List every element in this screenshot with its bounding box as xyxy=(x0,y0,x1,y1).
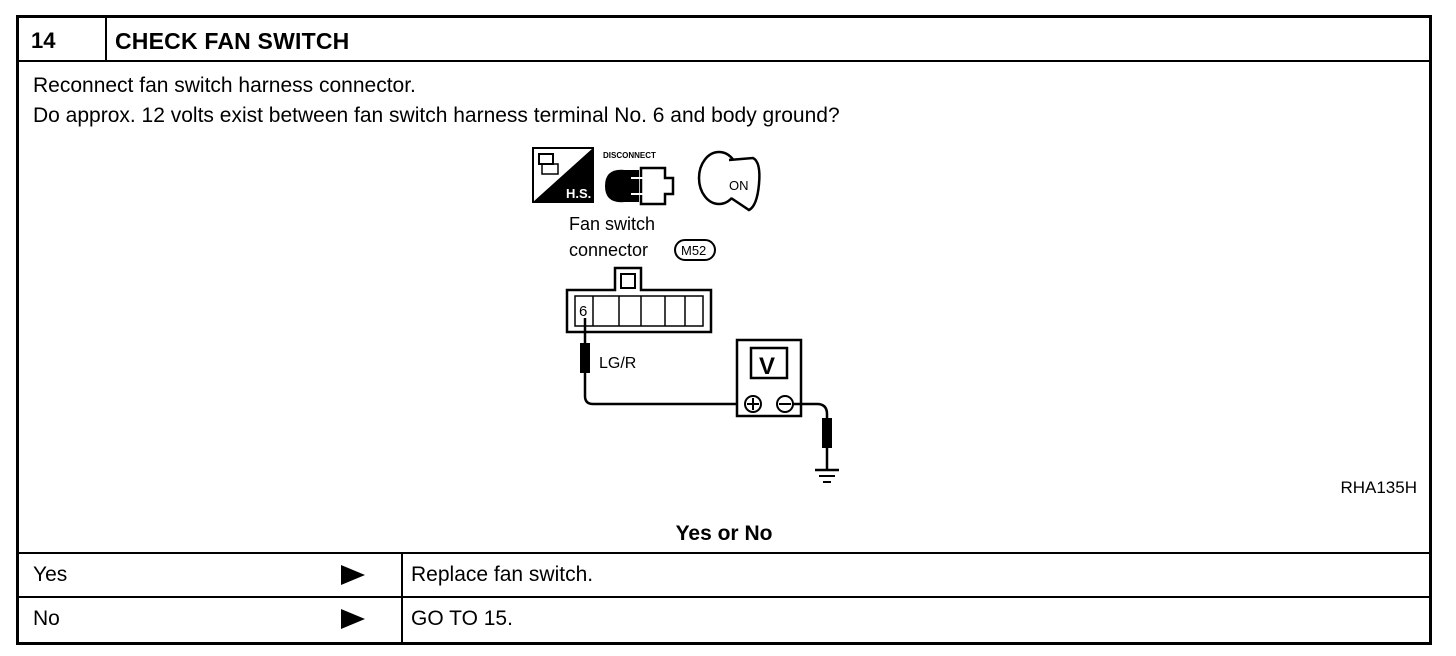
instruction-line-2: Do approx. 12 volts exist between fan sw… xyxy=(33,104,840,127)
wire-color-label: LG/R xyxy=(599,355,636,372)
arrow-right-icon xyxy=(341,565,365,585)
disconnect-icon: DISCONNECT xyxy=(603,151,675,206)
action-yes: Replace fan switch. xyxy=(411,563,594,586)
test-lead-negative xyxy=(793,402,829,420)
meter-v-label: V xyxy=(759,353,775,380)
header-divider xyxy=(105,18,107,60)
result-row-no: No GO TO 15. xyxy=(19,596,1429,644)
ground-symbol xyxy=(815,468,839,483)
test-lead-positive xyxy=(583,373,741,406)
fan-switch-connector: 6 xyxy=(565,266,713,334)
result-row-yes: Yes Replace fan switch. xyxy=(19,552,1429,596)
voltmeter: V xyxy=(735,338,803,418)
ignition-key-icon: ON xyxy=(697,150,761,212)
step-number: 14 xyxy=(31,28,56,53)
check-step-box: 14 CHECK FAN SWITCH Reconnect fan switch… xyxy=(16,15,1432,645)
connector-id-badge xyxy=(674,239,716,261)
disconnect-label: DISCONNECT xyxy=(603,151,656,160)
question-label: Yes or No xyxy=(675,522,773,545)
arrow-right-icon xyxy=(341,609,365,629)
figure-id: RHA135H xyxy=(1340,478,1417,497)
connector-label-line2: connector xyxy=(569,240,648,260)
probe-positive xyxy=(580,343,590,373)
hs-label: H.S. xyxy=(566,186,591,201)
probe-negative xyxy=(822,418,832,448)
connector-label-line1: Fan switch xyxy=(569,214,655,234)
instruction-line-1: Reconnect fan switch harness connector. xyxy=(33,74,416,97)
key-on-label: ON xyxy=(729,178,749,193)
hs-icon: H.S. xyxy=(532,147,594,203)
action-no: GO TO 15. xyxy=(411,607,513,630)
connector-id: M52 xyxy=(681,243,706,258)
step-title: CHECK FAN SWITCH xyxy=(115,28,350,54)
wiring-diagram: H.S. DISCONNECT ON Fan switch connector … xyxy=(532,147,839,483)
answer-yes: Yes xyxy=(33,563,68,586)
terminal-number: 6 xyxy=(579,303,587,320)
step-header: 14 CHECK FAN SWITCH xyxy=(19,18,1429,62)
row-divider xyxy=(401,598,403,644)
answer-no: No xyxy=(33,607,60,630)
row-divider xyxy=(401,554,403,596)
